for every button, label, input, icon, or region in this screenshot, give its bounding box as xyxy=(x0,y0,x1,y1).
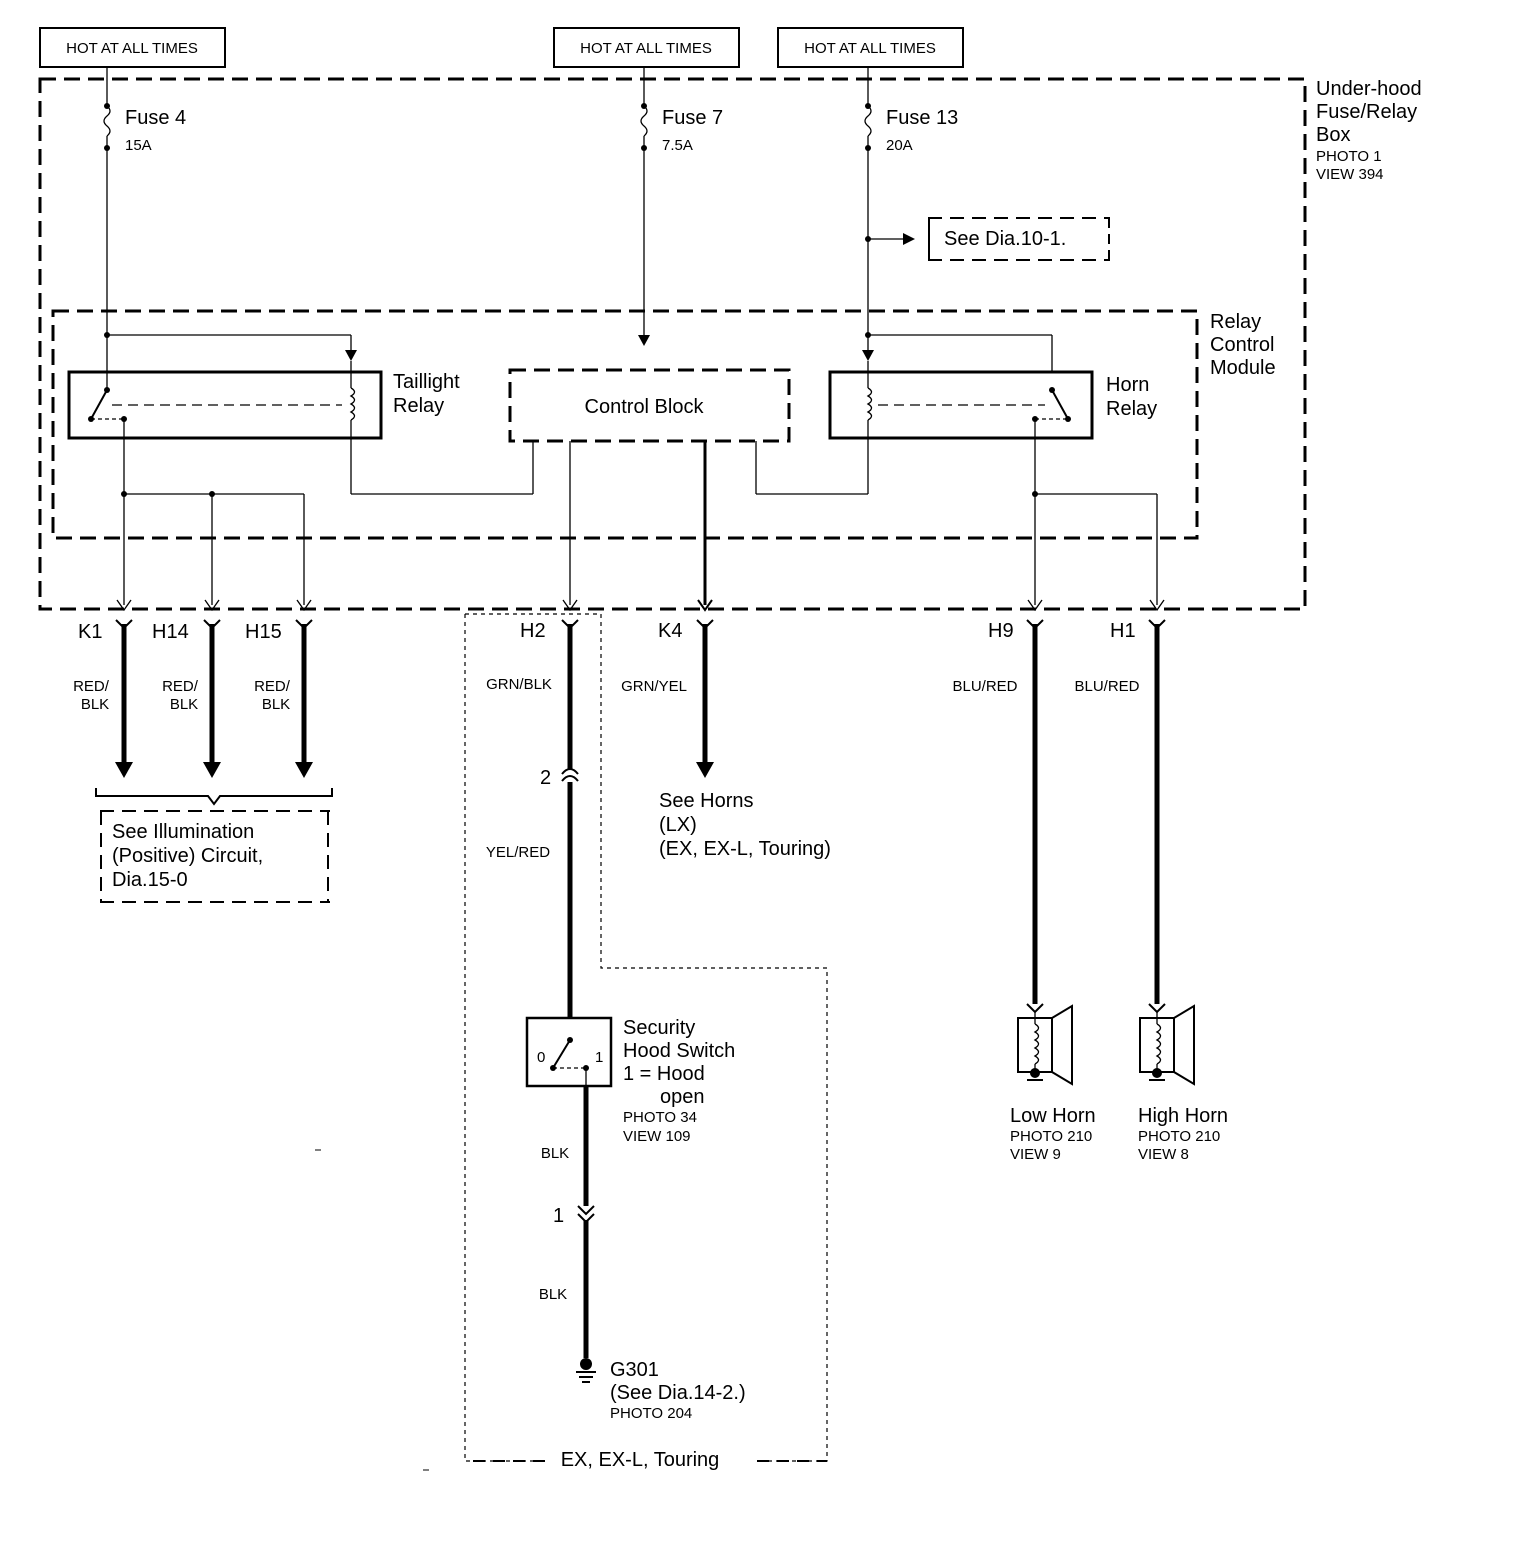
taillight-relay-line2: Relay xyxy=(393,395,444,417)
illumination-line2: (Positive) Circuit, xyxy=(112,845,263,867)
hood-switch-view: VIEW 109 xyxy=(623,1128,691,1145)
high-horn-photo: PHOTO 210 xyxy=(1138,1128,1220,1145)
illumination-wires: RED/ BLK RED/ BLK RED/ BLK xyxy=(73,624,333,806)
wire-blk-2: BLK xyxy=(539,1286,567,1303)
supply-box-3: HOT AT ALL TIMES xyxy=(777,27,964,68)
wire-h9-color: BLU/RED xyxy=(952,678,1017,695)
hood-switch-pos-0: 0 xyxy=(537,1049,545,1066)
wire-h14-color-1: RED/ xyxy=(162,678,199,695)
low-horn-view: VIEW 9 xyxy=(1010,1146,1061,1163)
connector-pin-1: 1 xyxy=(553,1205,564,1227)
wire-blk-1: BLK xyxy=(541,1145,569,1162)
hood-switch-circuit: GRN/BLK 2 YEL/RED 0 1 Security Hood Swit… xyxy=(486,624,746,1422)
terminal-arrows xyxy=(116,599,1165,612)
high-horn-view: VIEW 8 xyxy=(1138,1146,1189,1163)
terminal-k4: K4 xyxy=(658,620,682,642)
high-horn-name: High Horn xyxy=(1138,1105,1228,1127)
low-horn: BLU/RED Low Horn PHOTO 210 VIEW 9 xyxy=(952,624,1096,1163)
hood-switch-pos-1: 1 xyxy=(595,1049,603,1066)
terminal-h9: H9 xyxy=(988,620,1014,642)
connector-pin-2: 2 xyxy=(540,767,551,789)
wire-k4-color: GRN/YEL xyxy=(621,678,687,695)
terminal-k1: K1 xyxy=(78,621,102,643)
ground-ref: (See Dia.14-2.) xyxy=(610,1382,746,1404)
see-dia-10-label: See Dia.10-1. xyxy=(944,228,1066,250)
supply-label-2: HOT AT ALL TIMES xyxy=(580,40,712,57)
fuse-13-name: Fuse 13 xyxy=(886,107,958,129)
ground-name: G301 xyxy=(610,1359,659,1381)
illumination-line1: See Illumination xyxy=(112,821,254,843)
fuse-box-line2: Fuse/Relay xyxy=(1316,101,1417,123)
variant-label: EX, EX-L, Touring xyxy=(561,1449,720,1471)
relay-module-line2: Control xyxy=(1210,334,1274,356)
taillight-relay-line1: Taillight xyxy=(393,371,460,393)
horn-relay-line2: Relay xyxy=(1106,398,1157,420)
fuse-box-label: Under-hood Fuse/Relay Box PHOTO 1 VIEW 3… xyxy=(1316,78,1422,183)
supply-box-1: HOT AT ALL TIMES xyxy=(39,27,226,68)
hood-switch-line4: open xyxy=(660,1086,705,1108)
fuse-box-outline xyxy=(38,77,1307,611)
fuse-4-name: Fuse 4 xyxy=(125,107,186,129)
fuse-7: Fuse 7 7.5A xyxy=(640,67,723,154)
terminal-h15: H15 xyxy=(245,621,282,643)
supply-label-1: HOT AT ALL TIMES xyxy=(66,40,198,57)
fuse-4-rating: 15A xyxy=(125,137,152,154)
relay-module-line1: Relay xyxy=(1210,311,1261,333)
relay-module-line3: Module xyxy=(1210,357,1276,379)
wire-h1-color: BLU/RED xyxy=(1074,678,1139,695)
supply-label-3: HOT AT ALL TIMES xyxy=(804,40,936,57)
high-horn: BLU/RED High Horn PHOTO 210 VIEW 8 xyxy=(1074,624,1228,1163)
hood-switch-line2: Hood Switch xyxy=(623,1040,735,1062)
wire-k1-color-2: BLK xyxy=(81,696,109,713)
hood-switch-line1: Security xyxy=(623,1017,695,1039)
wire-h15-color-1: RED/ xyxy=(254,678,291,695)
fuse-13-rating: 20A xyxy=(886,137,913,154)
control-block: Control Block xyxy=(508,148,868,605)
horn-relay: Horn Relay xyxy=(828,148,1158,605)
see-horns-line1: See Horns xyxy=(659,790,754,812)
low-horn-name: Low Horn xyxy=(1010,1105,1096,1127)
wire-h15-color-2: BLK xyxy=(262,696,290,713)
terminal-h14: H14 xyxy=(152,621,189,643)
ground-photo: PHOTO 204 xyxy=(610,1405,692,1422)
taillight-relay: Taillight Relay xyxy=(67,148,534,605)
k4-horns-wire: GRN/YEL See Horns (LX) (EX, EX-L, Tourin… xyxy=(621,624,831,860)
wire-k1-color-1: RED/ xyxy=(73,678,110,695)
see-horns-line2: (LX) xyxy=(659,814,697,836)
supply-box-2: HOT AT ALL TIMES xyxy=(553,27,740,68)
low-horn-photo: PHOTO 210 xyxy=(1010,1128,1092,1145)
fuse-7-rating: 7.5A xyxy=(662,137,693,154)
terminal-h1: H1 xyxy=(1110,620,1136,642)
fuse-13: Fuse 13 20A xyxy=(864,67,958,154)
fuse-box-line1: Under-hood xyxy=(1316,78,1422,100)
hood-switch-line3: 1 = Hood xyxy=(623,1063,705,1085)
wire-h2-color: GRN/BLK xyxy=(486,676,552,693)
relay-module-label: Relay Control Module xyxy=(1210,311,1276,379)
fuse-box-view: VIEW 394 xyxy=(1316,166,1384,183)
variant-region: EX, EX-L, Touring xyxy=(464,613,828,1471)
see-horns-line3: (EX, EX-L, Touring) xyxy=(659,838,831,860)
terminal-labels: K1 H14 H15 H2 K4 H9 H1 xyxy=(78,620,1136,643)
illumination-see-box: See Illumination (Positive) Circuit, Dia… xyxy=(100,810,330,903)
fuse-7-name: Fuse 7 xyxy=(662,107,723,129)
wire-yel-red: YEL/RED xyxy=(486,844,550,861)
control-block-label: Control Block xyxy=(585,396,705,418)
fuse-box-photo: PHOTO 1 xyxy=(1316,148,1382,165)
hood-switch-photo: PHOTO 34 xyxy=(623,1109,697,1126)
terminal-h2: H2 xyxy=(520,620,546,642)
relay-module-outline xyxy=(51,309,1199,540)
illumination-line3: Dia.15-0 xyxy=(112,869,188,891)
fuse-box-line3: Box xyxy=(1316,124,1350,146)
see-dia-10-branch: See Dia.10-1. xyxy=(865,217,1110,261)
wire-h14-color-2: BLK xyxy=(170,696,198,713)
horn-relay-line1: Horn xyxy=(1106,374,1149,396)
